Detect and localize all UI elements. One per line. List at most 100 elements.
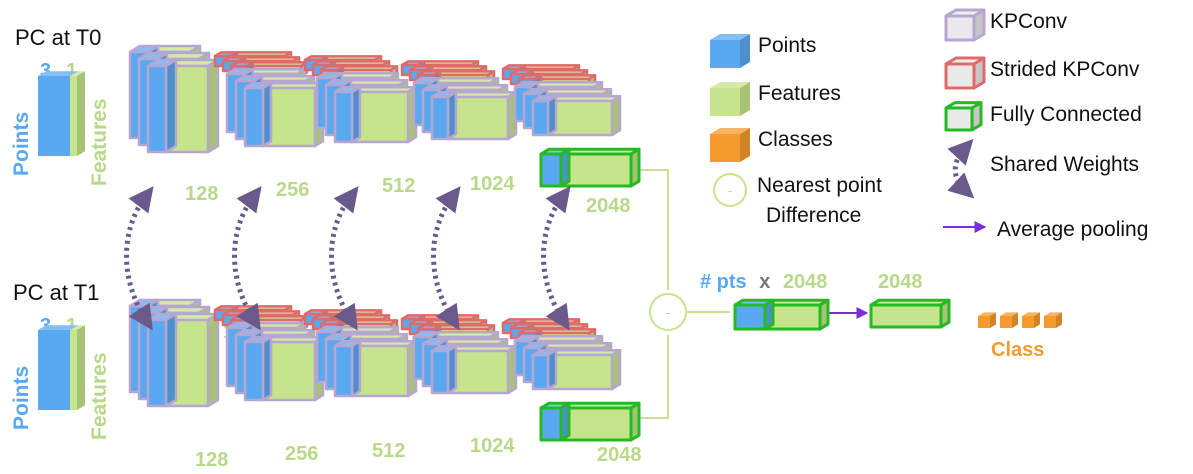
- block-front-face: [430, 349, 450, 395]
- fully-connected-block-features: [559, 147, 641, 188]
- block-side-face: [164, 312, 178, 408]
- legend-strided-kpconv-label: Strided KPConv: [990, 58, 1140, 81]
- block-side-face: [990, 312, 996, 328]
- t1-bottom-label: 512: [372, 440, 405, 462]
- kpconv-layer-5-points: [531, 348, 558, 391]
- block-side-face: [740, 82, 750, 116]
- t0-bottom-label: 512: [382, 175, 415, 197]
- class-output-block: [978, 312, 996, 328]
- block-side-face: [1034, 312, 1040, 328]
- kpconv-layer-3-points: [333, 85, 362, 144]
- legend-kpconv-label: KPConv: [990, 10, 1068, 33]
- class-output-block: [1044, 312, 1062, 328]
- head-pts-prefix: # pts: [700, 271, 747, 293]
- difference-symbol: -: [666, 304, 671, 320]
- head-class-label: Class: [991, 339, 1044, 361]
- shared-weights-arrow: [431, 186, 461, 331]
- kpconv-layer-1-points: [146, 58, 178, 154]
- legend-points-label: Points: [758, 34, 816, 57]
- kpconv-layer-3-points: [333, 339, 362, 398]
- legend-nearest-point-line1: Nearest point: [757, 174, 882, 197]
- block-top-face: [1022, 312, 1040, 316]
- kpconv-layer-2-points: [243, 81, 273, 148]
- kpconv-layer-1-points: [146, 312, 178, 408]
- block-front-face: [243, 86, 265, 148]
- class-output-block: [1000, 312, 1018, 328]
- kpconv-layer-4-features: [446, 344, 518, 395]
- kpconv-layer-2-points: [243, 335, 273, 402]
- input-features-block: [70, 325, 85, 410]
- block-front-face: [539, 406, 563, 442]
- kpconv-layer-3-features: [350, 85, 418, 144]
- legend: Points Features Classes - Nearest point …: [713, 10, 1148, 241]
- kpconv-layer-3-features: [350, 339, 418, 398]
- block-top-face: [70, 325, 85, 330]
- block-top-face: [38, 71, 78, 76]
- connector-t0-to-difference: [640, 169, 669, 290]
- legend-fully-connected-swatch: [944, 101, 983, 132]
- block-front-face: [546, 353, 614, 391]
- block-front-face: [559, 152, 633, 188]
- block-side-face: [1012, 312, 1018, 328]
- block-front-face: [944, 106, 974, 132]
- input-t0-n-points: 3: [40, 60, 51, 82]
- input-t1-features-label: Features: [88, 352, 111, 440]
- block-front-face: [978, 316, 990, 328]
- block-front-face: [546, 99, 614, 137]
- shared-weights-arrow: [541, 186, 571, 331]
- block-front-face: [559, 406, 633, 442]
- kpconv-layer-4-points: [430, 90, 458, 141]
- head-times: x: [759, 271, 770, 293]
- legend-features-swatch: [710, 82, 750, 116]
- t0-bottom-label: 256: [276, 179, 309, 201]
- block-top-face: [70, 71, 85, 76]
- encoder-t0: [38, 44, 641, 188]
- t0-bottom-label: 128: [185, 183, 218, 205]
- block-side-face: [740, 128, 750, 162]
- t1-bottom-label: 256: [285, 443, 318, 465]
- input-t1-points-label: Points: [10, 366, 33, 430]
- input-t0-title: PC at T0: [15, 25, 101, 50]
- legend-shared-weights-label: Shared Weights: [990, 153, 1139, 176]
- block-front-face: [243, 340, 265, 402]
- kpconv-layer-4-points: [430, 344, 458, 395]
- t1-bottom-label: 2048: [597, 444, 642, 466]
- legend-kpconv-swatch: [944, 8, 986, 42]
- block-side-face: [206, 312, 220, 408]
- head-labels: # pts x 2048 2048 Class: [700, 271, 1044, 361]
- block-front-face: [531, 353, 550, 391]
- block-front-face: [539, 152, 563, 188]
- head-pts-block-points: [733, 298, 775, 331]
- difference-node: [649, 293, 687, 331]
- head-pooled-block: [869, 298, 951, 329]
- connector-t1-to-difference: [640, 335, 669, 419]
- fully-connected-block-points: [539, 147, 571, 188]
- block-front-face: [944, 14, 976, 42]
- block-front-face: [38, 330, 70, 410]
- legend-classes-label: Classes: [758, 128, 833, 151]
- kpconv-layer-5-features: [546, 348, 622, 391]
- block-front-face: [733, 303, 767, 331]
- block-top-face: [710, 34, 750, 40]
- block-top-face: [710, 82, 750, 88]
- t1-bottom-label: 1024: [470, 435, 515, 457]
- block-side-face: [77, 71, 85, 156]
- block-side-face: [164, 58, 178, 154]
- input-features-block: [70, 71, 85, 156]
- t1-bottom-label: 128: [195, 449, 228, 471]
- block-side-face: [206, 58, 220, 154]
- legend-nearest-symbol: -: [728, 183, 732, 198]
- block-front-face: [710, 40, 740, 68]
- fully-connected-block-points: [539, 401, 571, 442]
- shared-weights-arrow: [124, 186, 154, 331]
- legend-swatches: [710, 8, 986, 162]
- block-front-face: [710, 88, 740, 116]
- block-top-face: [978, 312, 996, 316]
- legend-points-swatch: [710, 34, 750, 68]
- block-side-face: [1056, 312, 1062, 328]
- kpconv-layer-4-features: [446, 90, 518, 141]
- block-top-face: [38, 325, 78, 330]
- legend-features-label: Features: [758, 82, 841, 105]
